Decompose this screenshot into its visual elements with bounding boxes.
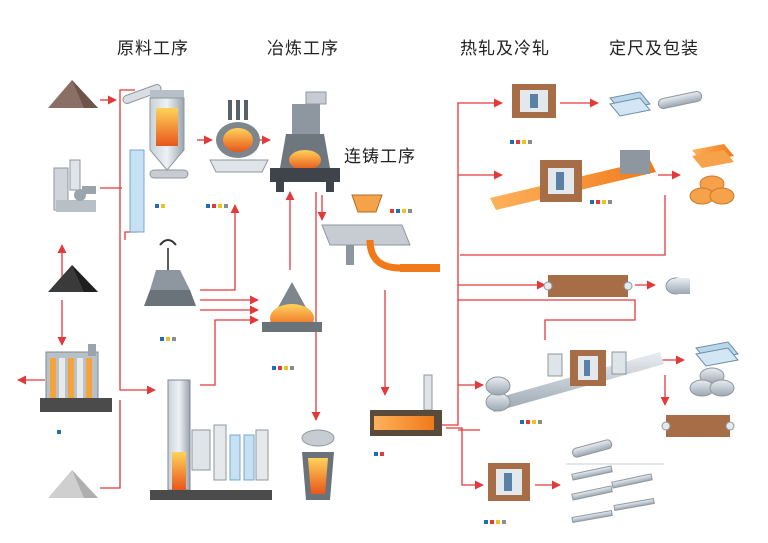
bar-icon — [657, 90, 703, 110]
header-raw-material: 原料工序 — [117, 39, 189, 59]
dot-group — [510, 140, 532, 144]
hot-strip-mill-icon — [512, 84, 556, 118]
conveyor-icon — [122, 84, 162, 233]
flow-arrows — [17, 89, 685, 490]
sheet-stack-icon — [609, 91, 651, 117]
ladle-furnace-icon — [209, 100, 269, 173]
dot-group — [272, 366, 294, 370]
converter-icon — [270, 91, 340, 192]
sheet-stack-icon — [692, 144, 734, 168]
header-smelting: 冶炼工序 — [267, 39, 339, 59]
dot-group — [374, 452, 384, 456]
coil-icon — [665, 277, 690, 295]
plate-mill-icon — [490, 150, 656, 210]
continuous-caster-icon — [321, 194, 440, 272]
cold-rolling-mill-icon — [485, 350, 664, 412]
sinter-plant-icon — [53, 159, 96, 212]
limestone-pile-icon — [48, 470, 98, 498]
dot-group — [206, 204, 228, 208]
mold-icon — [301, 429, 335, 500]
dot-group — [155, 204, 165, 208]
color-dot-markers — [57, 140, 612, 524]
dot-group — [160, 337, 176, 341]
header-casting: 连铸工序 — [344, 147, 416, 167]
sheet-stack-icon — [695, 341, 739, 367]
reheating-furnace-icon — [370, 374, 442, 436]
scrap-grab-icon — [144, 239, 196, 306]
header-finishing: 定尺及包装 — [609, 39, 699, 59]
plate-mill-icon — [488, 463, 530, 501]
dot-group — [520, 420, 542, 424]
electric-arc-furnace-icon — [262, 282, 322, 332]
blast-furnace-icon — [150, 379, 272, 500]
dot-group — [484, 520, 506, 524]
section-mill-icon — [661, 415, 735, 437]
coil-icon — [689, 367, 735, 397]
pelletizing-furnace-icon — [149, 90, 189, 179]
dot-group — [390, 209, 412, 213]
coal-pile-icon — [48, 265, 98, 292]
coke-oven-icon — [40, 344, 112, 412]
dot-group — [57, 430, 61, 434]
header-rolling: 热轧及冷轧 — [460, 39, 550, 59]
section-mill-icon — [543, 275, 633, 297]
dot-group — [590, 200, 612, 204]
coil-icon — [689, 175, 735, 205]
bar-icon — [566, 439, 664, 524]
iron-ore-pile-icon — [48, 80, 98, 108]
